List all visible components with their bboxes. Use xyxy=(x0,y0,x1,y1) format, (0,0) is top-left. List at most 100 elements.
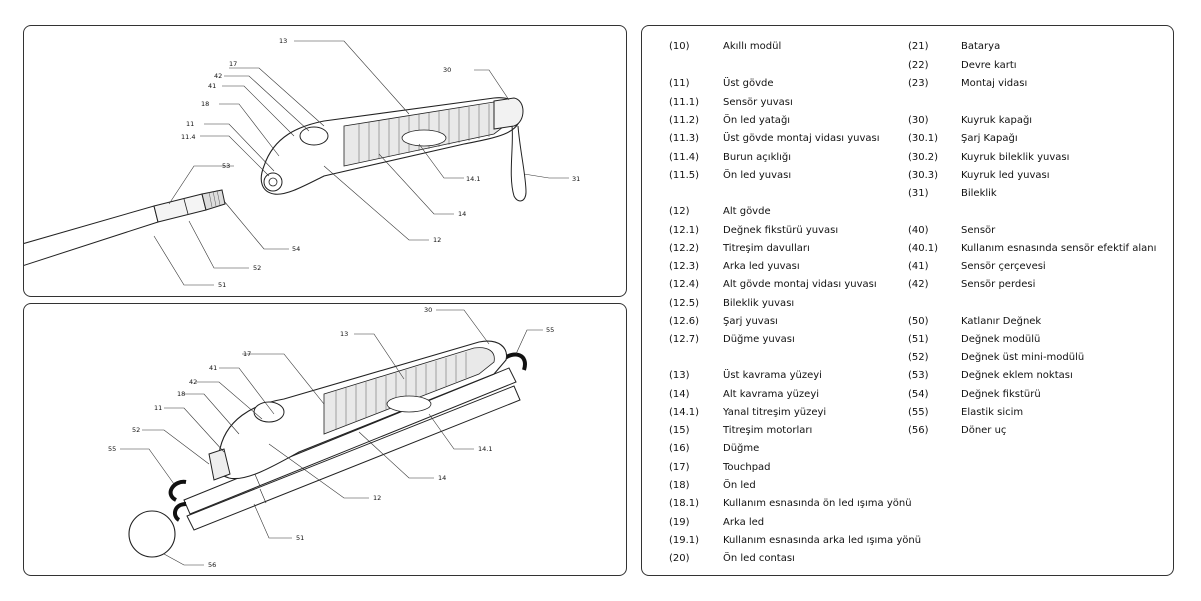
legend-code: (22) xyxy=(908,60,929,71)
legend-label: Katlanır Değnek xyxy=(961,316,1042,327)
callout-label: 11 xyxy=(186,120,194,128)
bottom-view-panel: 30 55 13 17 41 42 18 11 52 55 14.1 14 12… xyxy=(23,303,627,576)
handle-body xyxy=(260,97,524,195)
legend-label: Touchpad xyxy=(723,462,771,473)
callout-label: 17 xyxy=(243,350,251,358)
legend-label: Batarya xyxy=(961,41,1001,52)
callout-label: 41 xyxy=(208,82,216,90)
callout-label: 14.1 xyxy=(466,175,480,183)
legend-code: (17) xyxy=(669,462,690,473)
legend-label: Değnek modülü xyxy=(961,334,1041,345)
legend-label: Sensör çerçevesi xyxy=(961,261,1046,272)
legend-label: Bileklik xyxy=(961,188,997,199)
handle-body xyxy=(208,340,508,481)
callout-label: 14 xyxy=(458,210,466,218)
callout-label: 18 xyxy=(177,390,185,398)
callout-label: 42 xyxy=(214,72,222,80)
callout-label: 51 xyxy=(218,281,226,289)
legend-label: Düğme xyxy=(723,443,760,454)
legend-code: (40) xyxy=(908,225,929,236)
bottom-view-callouts: 30 55 13 17 41 42 18 11 52 55 14.1 14 12… xyxy=(108,306,554,569)
legend-code: (10) xyxy=(669,41,690,52)
callout-label: 52 xyxy=(253,264,261,272)
legend-label: Kuyruk led yuvası xyxy=(961,170,1050,181)
legend-label: Döner uç xyxy=(961,425,1007,436)
legend-code: (12.7) xyxy=(669,334,700,345)
legend-code: (11.4) xyxy=(669,152,700,163)
legend-code: (11.2) xyxy=(669,115,700,126)
legend-code: (12.5) xyxy=(669,298,700,309)
legend-code: (12.2) xyxy=(669,243,700,254)
legend-label: Üst kavrama yüzeyi xyxy=(723,370,822,381)
wrist-strap xyxy=(510,125,527,202)
top-view-panel: 13 17 42 41 18 11 11.4 53 30 14.1 31 14 … xyxy=(23,25,627,297)
callout-label: 13 xyxy=(279,37,287,45)
legend-code: (41) xyxy=(908,261,929,272)
rotating-tip xyxy=(128,510,176,558)
legend-label: Arka led yuvası xyxy=(723,261,800,272)
legend-label: Alt gövde montaj vidası yuvası xyxy=(723,279,877,290)
legend-label: Devre kartı xyxy=(961,60,1017,71)
legend-code: (12.4) xyxy=(669,279,700,290)
legend-code: (55) xyxy=(908,407,929,418)
legend-label: Ön led contası xyxy=(723,553,795,564)
legend-code: (11.5) xyxy=(669,170,700,181)
legend-label: Şarj Kapağı xyxy=(961,133,1018,144)
callout-label: 17 xyxy=(229,60,237,68)
legend-code: (56) xyxy=(908,425,929,436)
legend-code: (42) xyxy=(908,279,929,290)
bottom-view-drawing: 30 55 13 17 41 42 18 11 52 55 14.1 14 12… xyxy=(108,306,554,569)
legend-code: (53) xyxy=(908,370,929,381)
callout-label: 11.4 xyxy=(181,133,195,141)
callout-label: 30 xyxy=(424,306,432,314)
legend-code: (16) xyxy=(669,443,690,454)
legend-code: (30.2) xyxy=(908,152,939,163)
legend-label: Alt gövde xyxy=(723,206,771,217)
legend-label: Kuyruk kapağı xyxy=(961,115,1033,126)
legend-code: (30) xyxy=(908,115,929,126)
legend-code: (31) xyxy=(908,188,929,199)
legend-code: (15) xyxy=(669,425,690,436)
callout-label: 14.1 xyxy=(478,445,492,453)
legend-code: (50) xyxy=(908,316,929,327)
callout-label: 13 xyxy=(340,330,348,338)
legend-label: Elastik sicim xyxy=(961,407,1024,418)
legend-label: Kullanım esnasında sensör efektif alanı xyxy=(961,243,1157,254)
legend-code: (11.3) xyxy=(669,133,700,144)
legend-code: (21) xyxy=(908,41,929,52)
legend-panel: (10)Akıllı modül(11)Üst gövde(11.1)Sensö… xyxy=(641,25,1174,576)
callout-label: 55 xyxy=(108,445,116,453)
legend-label: Üst gövde montaj vidası yuvası xyxy=(723,133,880,144)
legend-label: Arka led xyxy=(723,517,765,528)
callout-label: 42 xyxy=(189,378,197,386)
legend-label: Ön led xyxy=(723,480,756,491)
legend-label: Akıllı modül xyxy=(723,41,782,52)
legend-label: Değnek üst mini-modülü xyxy=(961,352,1085,363)
legend-code: (51) xyxy=(908,334,929,345)
legend-label: Ön led yuvası xyxy=(723,170,792,181)
legend-label: Titreşim davulları xyxy=(723,243,810,254)
legend-label: Kullanım esnasında ön led ışıma yönü xyxy=(723,498,912,509)
legend-code: (12.1) xyxy=(669,225,700,236)
legend-label: Montaj vidası xyxy=(961,78,1028,89)
legend-code: (19.1) xyxy=(669,535,700,546)
legend-label: Ön led yatağı xyxy=(723,115,791,126)
legend-label: Değnek eklem noktası xyxy=(961,370,1073,381)
legend-code: (12.6) xyxy=(669,316,700,327)
legend-label: Değnek fikstürü xyxy=(961,389,1041,400)
legend-label: Değnek fikstürü yuvası xyxy=(723,225,839,236)
callout-label: 54 xyxy=(292,245,300,253)
top-view-callouts: 13 17 42 41 18 11 11.4 53 30 14.1 31 14 … xyxy=(181,37,580,289)
callout-label: 12 xyxy=(433,236,441,244)
legend-label: Yanal titreşim yüzeyi xyxy=(723,407,827,418)
folded-cane-rods xyxy=(168,352,527,531)
legend-label: Şarj yuvası xyxy=(723,316,778,327)
callout-label: 55 xyxy=(546,326,554,334)
legend-code: (11) xyxy=(669,78,690,89)
legend-code: (18) xyxy=(669,480,690,491)
legend-label: Sensör xyxy=(961,225,996,236)
callout-label: 11 xyxy=(154,404,162,412)
legend-code: (14) xyxy=(669,389,690,400)
callout-label: 56 xyxy=(208,561,216,569)
legend-label: Kullanım esnasında arka led ışıma yönü xyxy=(723,535,922,546)
